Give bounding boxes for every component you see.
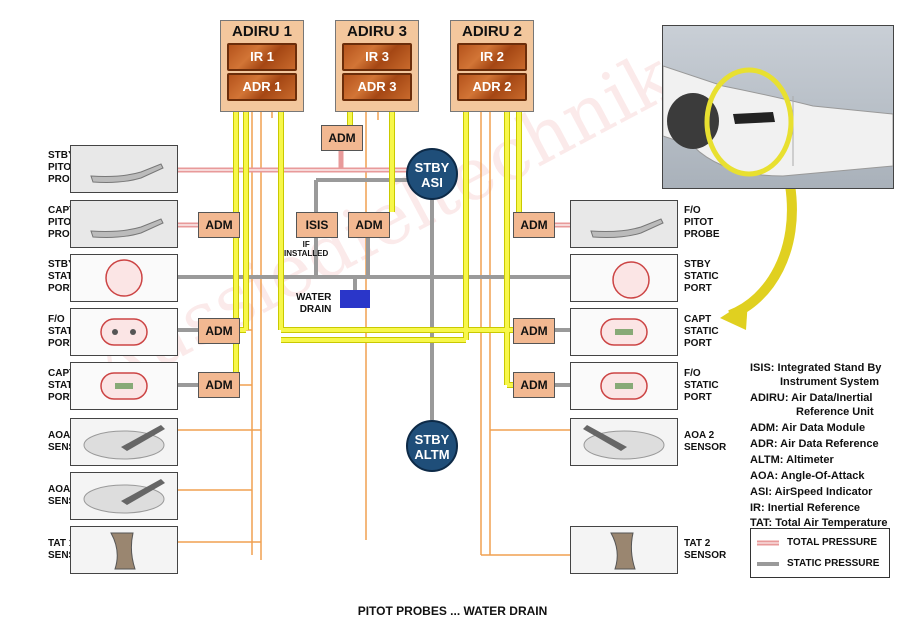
legend-entry: ALTM: Altimeter <box>750 454 834 466</box>
adiru-2-ir: IR 2 <box>457 43 527 71</box>
adm-box: ADM <box>513 212 555 238</box>
aoa-sensor-photo <box>70 418 178 466</box>
pitot-probe-photo <box>70 145 178 193</box>
adm-box: ADM <box>321 125 363 151</box>
adiru-3: ADIRU 3 IR 3 ADR 3 <box>335 20 419 112</box>
stby-asi: STBY ASI <box>406 148 458 200</box>
water-drain-icon <box>340 290 370 308</box>
legend-entry: AOA: Angle-Of-Attack <box>750 470 865 482</box>
sensor-label: F/O STATIC PORT <box>48 314 83 349</box>
adiru-2-title: ADIRU 2 <box>461 23 522 40</box>
aoa-sensor-photo <box>570 418 678 466</box>
callout-arrow <box>728 184 797 320</box>
static-port-photo <box>570 362 678 410</box>
legend-entry: TAT: Total Air Temperature <box>750 517 888 529</box>
adiru-1-adr: ADR 1 <box>227 73 297 101</box>
orange-wires <box>178 108 570 560</box>
legend-entry: ISIS: Integrated Stand By <box>750 362 882 374</box>
sensor-label: F/O PITOT PROBE <box>684 205 720 240</box>
adm-box: ADM <box>348 212 390 238</box>
static-port-photo <box>70 362 178 410</box>
adiru-2-adr: ADR 2 <box>457 73 527 101</box>
adm-box: ADM <box>513 372 555 398</box>
static-pressure-label: STATIC PRESSURE <box>787 558 880 569</box>
isis-box: ISIS <box>296 212 338 238</box>
sensor-label: STBY STATIC PORT <box>684 259 719 294</box>
adiru-1: ADIRU 1 IR 1 ADR 1 <box>220 20 304 112</box>
sensor-label: CAPT PITOT PROBE <box>48 205 84 240</box>
tat-sensor-photo <box>570 526 678 574</box>
adm-box: ADM <box>198 372 240 398</box>
legend-entry: ADM: Air Data Module <box>750 422 866 434</box>
adiru-3-title: ADIRU 3 <box>346 23 407 40</box>
callout-arrowhead <box>720 300 748 330</box>
tat-sensor-photo <box>70 526 178 574</box>
aircraft-nose-photo <box>662 25 894 189</box>
adm-box: ADM <box>513 318 555 344</box>
aoa-sensor-photo <box>70 472 178 520</box>
data-bus-outline <box>198 108 545 388</box>
sensor-label: STBY STATIC PORT <box>48 259 83 294</box>
pitot-probe-photo <box>570 200 678 248</box>
sensor-label: CAPT STATIC PORT <box>48 368 83 403</box>
sensor-label: TAT 2 SENSOR <box>684 538 727 561</box>
pressure-key: TOTAL PRESSURE STATIC PRESSURE <box>750 528 890 578</box>
sensor-label: AOA 2 SENSOR <box>684 430 727 453</box>
legend-entry: ADIRU: Air Data/Inertial <box>750 392 873 404</box>
adm-box: ADM <box>198 212 240 238</box>
adiru-3-ir: IR 3 <box>342 43 412 71</box>
pitot-probe-photo <box>70 200 178 248</box>
sensor-label: F/O STATIC PORT <box>684 368 719 403</box>
if-installed-label: IF INSTALLED <box>284 240 329 258</box>
total-pressure-label: TOTAL PRESSURE <box>787 537 878 548</box>
static-port-photo <box>70 254 178 302</box>
legend-entry: ADR: Air Data Reference <box>750 438 879 450</box>
water-drain-label: WATER DRAIN <box>296 292 332 315</box>
static-port-photo <box>70 308 178 356</box>
data-bus <box>198 108 545 387</box>
sensor-label: CAPT STATIC PORT <box>684 314 719 349</box>
sensor-label: STBY PITOT PROBE <box>48 150 84 185</box>
adiru-2: ADIRU 2 IR 2 ADR 2 <box>450 20 534 112</box>
stby-altm: STBY ALTM <box>406 420 458 472</box>
legend-entry: Instrument System <box>780 376 880 388</box>
adm-box: ADM <box>198 318 240 344</box>
static-port-photo <box>570 308 678 356</box>
legend-entry: IR: Inertial Reference <box>750 502 861 514</box>
legend-entry: ASI: AirSpeed Indicator <box>750 486 873 498</box>
adiru-1-title: ADIRU 1 <box>231 23 292 40</box>
adiru-1-ir: IR 1 <box>227 43 297 71</box>
figure-caption: PITOT PROBES ... WATER DRAIN <box>357 604 548 618</box>
legend-entry: Reference Unit <box>796 406 874 418</box>
static-port-photo <box>570 254 678 302</box>
adiru-3-adr: ADR 3 <box>342 73 412 101</box>
